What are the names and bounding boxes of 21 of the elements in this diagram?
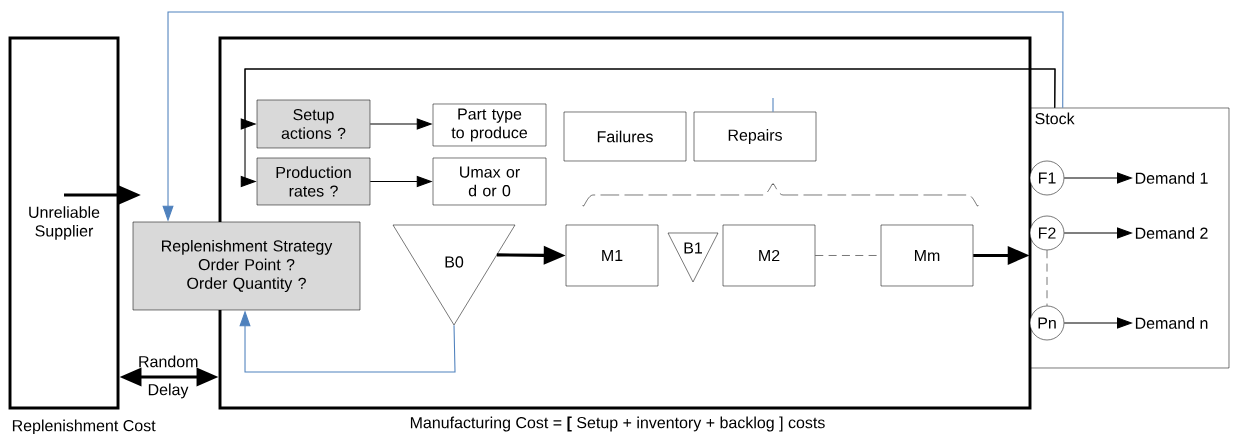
- process-box: Repairs: [693, 111, 817, 162]
- process-box: Production rates ?: [256, 157, 371, 206]
- machine-box: M1: [565, 224, 659, 287]
- machine-box: M2: [722, 224, 816, 287]
- machine-box: Mm: [880, 224, 974, 287]
- process-box: Part type to produce: [432, 103, 547, 147]
- demand-label: Demand 2: [1135, 227, 1208, 239]
- connector-line: [1046, 250, 1048, 306]
- process-box: Failures: [563, 111, 687, 162]
- process-box: Setup actions ?: [256, 99, 371, 149]
- cost-label: Replenishment Cost: [12, 419, 156, 434]
- process-box: Umax or d or 0: [432, 157, 547, 206]
- edge-label: Random Delay: [139, 355, 198, 399]
- demand-label: Demand 1: [1135, 172, 1208, 184]
- buffer-triangle: B0: [392, 224, 516, 326]
- supplier-box: Unreliable Supplier: [8, 36, 120, 410]
- process-box: Replenishment Strategy Order Point ? Order Quantity ?: [132, 221, 361, 311]
- demand-label: Demand n: [1135, 317, 1208, 329]
- buffer-triangle: B1: [667, 232, 719, 283]
- connector-line: [772, 97, 774, 113]
- cost-label: Manufacturing Cost = [ Setup + inventory + backlog ] costs: [410, 416, 825, 432]
